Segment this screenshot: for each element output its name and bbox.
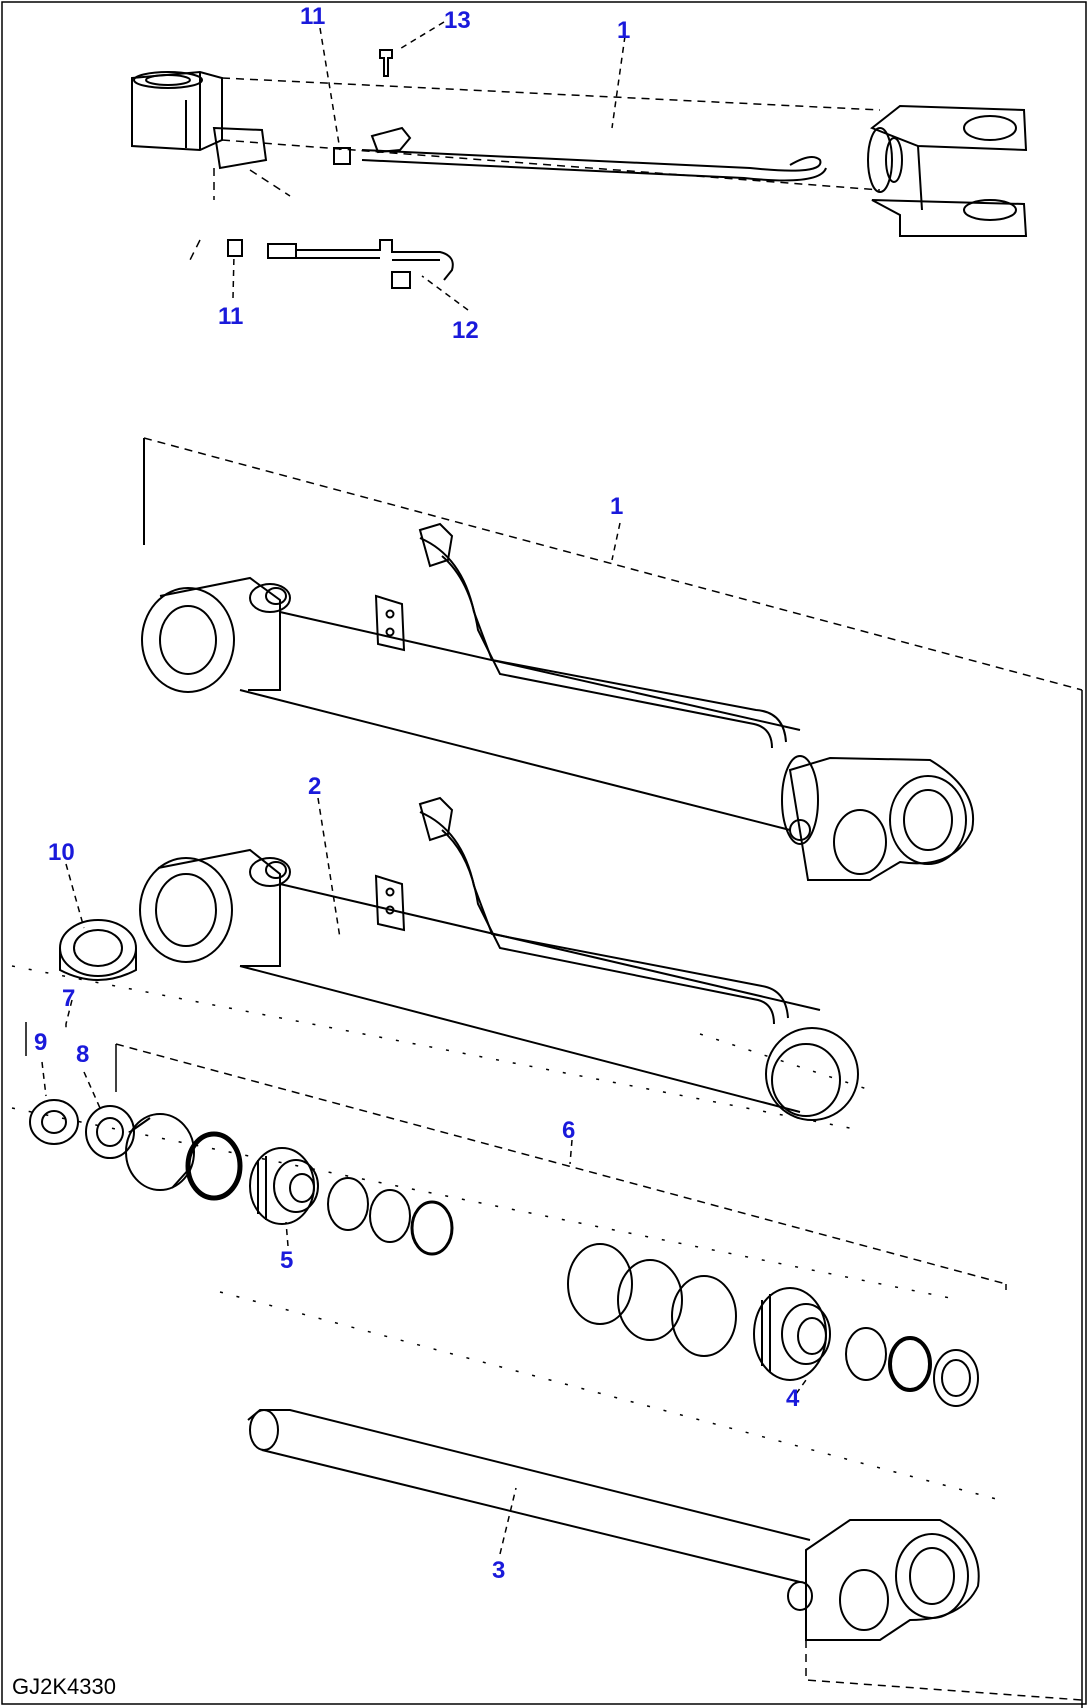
leader-11-top [319,27,341,151]
piston-rod-3 [247,1409,1083,1701]
leader-2 [317,797,341,939]
cylinder-tube-2 [139,796,871,1121]
callout-1-main: 1 [610,493,623,520]
callout-9: 9 [34,1029,47,1056]
leader-8 [83,1071,101,1109]
leader-1-top [611,35,626,129]
drawing-code: GJ2K4330 [12,1674,116,1699]
callout-12: 12 [452,317,479,344]
bushing-10 [59,919,137,981]
leader-3 [499,1487,517,1555]
leader-1-main [611,522,621,561]
callout-8: 8 [76,1041,89,1068]
callout-5: 5 [280,1247,293,1274]
top-cylinder-assembly [131,49,1028,289]
callout-11-bottom: 11 [218,303,243,330]
cylinder-assembly-1 [141,437,1083,1708]
leader-5 [285,1221,289,1247]
rod-parts-row [11,965,1007,1501]
leader-6 [569,1139,573,1165]
leader-10 [65,863,85,929]
leader-13 [397,21,445,51]
callout-4: 4 [786,1385,800,1412]
leader-7 [65,999,73,1032]
callout-7: 7 [62,985,75,1012]
leader-11-bottom [232,253,235,299]
callout-2: 2 [308,773,321,800]
leader-4 [795,1379,807,1395]
callout-1-top: 1 [617,17,630,44]
leader-12 [421,275,469,311]
callout-13: 13 [444,7,471,34]
callout-11-top: 11 [300,3,325,30]
callout-3: 3 [492,1557,505,1584]
leader-9 [41,1061,47,1097]
callout-6: 6 [562,1117,575,1144]
callout-10: 10 [48,839,75,866]
